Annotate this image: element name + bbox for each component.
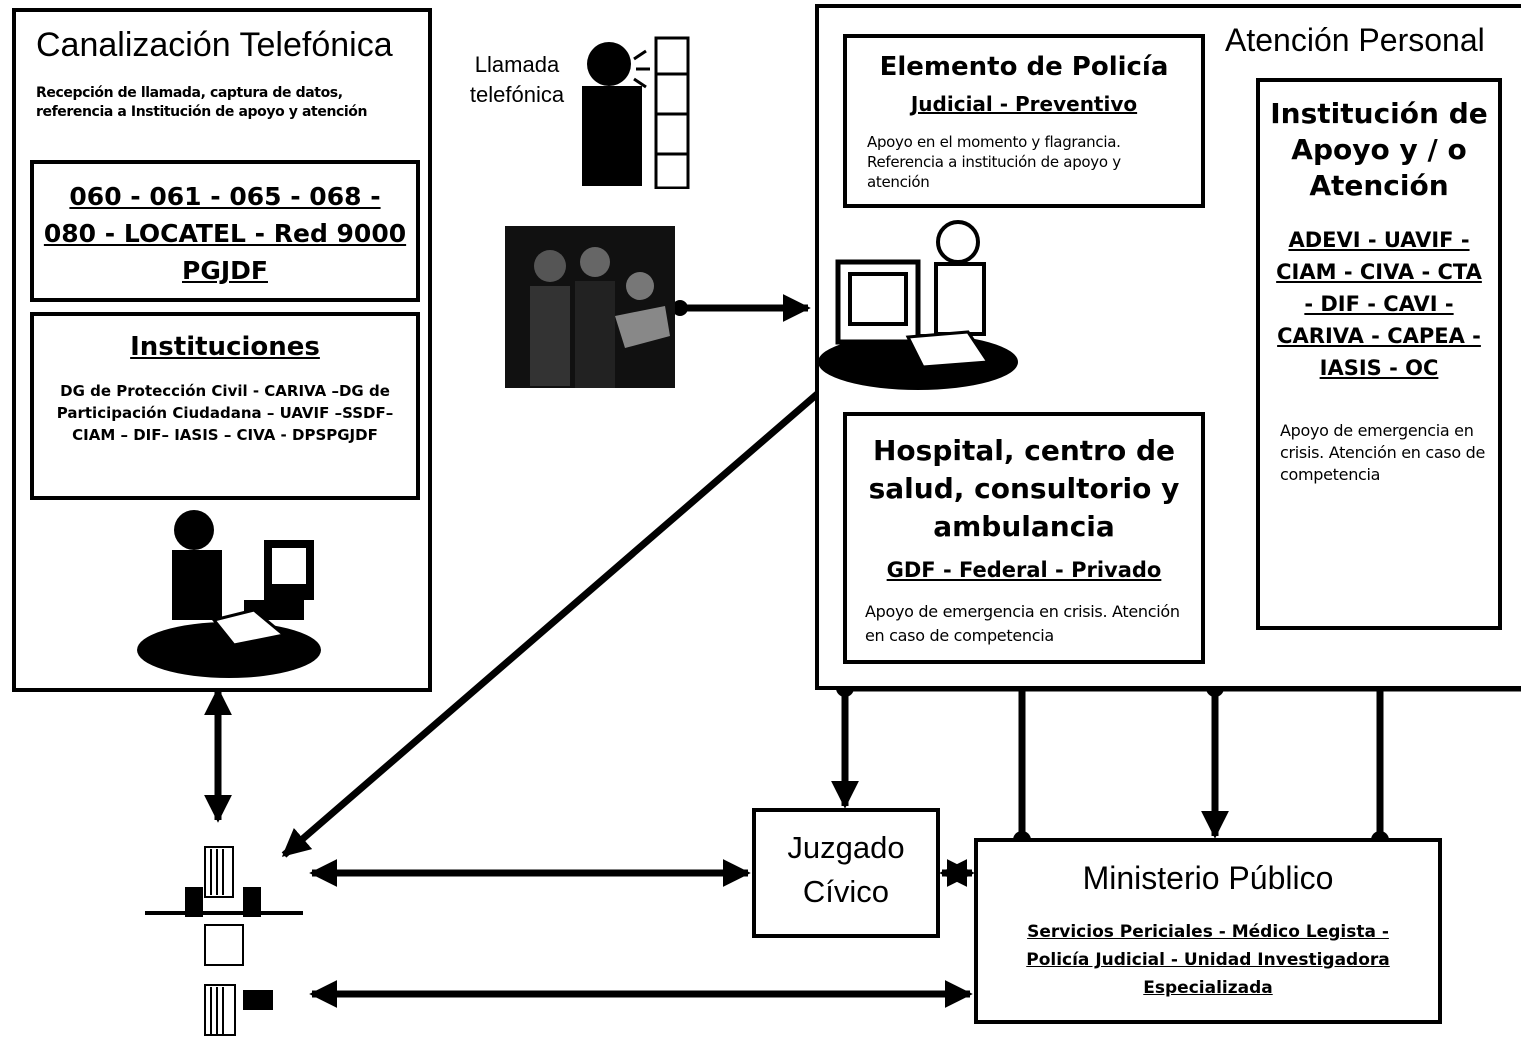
policia-box: Elemento de Policía Judicial - Preventiv… xyxy=(843,34,1205,208)
policia-subtitle: Judicial - Preventivo xyxy=(910,92,1138,116)
ministerio-box: Ministerio Público Servicios Periciales … xyxy=(974,838,1442,1024)
institucion-apoyo-title: Institución de Apoyo y / o Atención xyxy=(1270,97,1488,202)
computer-desk-illustration xyxy=(818,220,1018,390)
phone-operator-illustration xyxy=(137,510,321,678)
phone-numbers: 060 - 061 - 065 - 068 - 080 - LOCATEL - … xyxy=(43,182,407,285)
instituciones-list: DG de Protección Civil - CARIVA –DG de P… xyxy=(56,382,394,444)
juzgado-box: Juzgado Cívico xyxy=(752,808,940,938)
llamada-label: Llamada telefónica xyxy=(469,52,565,107)
instituciones-title: Instituciones xyxy=(130,332,320,362)
canalizacion-title: Canalización Telefónica xyxy=(36,26,393,64)
hospital-desc: Apoyo de emergencia en crisis. Atención … xyxy=(865,602,1180,645)
canalizacion-desc: Recepción de llamada, captura de datos, … xyxy=(36,85,368,120)
atencion-personal-title: Atención Personal xyxy=(1225,22,1485,58)
canalizacion-panel: Canalización Telefónica Recepción de lla… xyxy=(12,8,432,692)
ministerio-services: Servicios Periciales - Médico Legista - … xyxy=(1026,922,1390,998)
ministerio-title: Ministerio Público xyxy=(1082,860,1334,896)
hospital-box: Hospital, centro de salud, consultorio y… xyxy=(843,412,1205,664)
institucion-apoyo-box: Institución de Apoyo y / o Atención ADEV… xyxy=(1256,78,1502,630)
policia-title: Elemento de Policía xyxy=(879,52,1169,82)
telephone-call-illustration xyxy=(582,36,690,189)
institucion-apoyo-desc: Apoyo de emergencia en crisis. Atención … xyxy=(1280,421,1486,484)
hospital-title: Hospital, centro de salud, consultorio y… xyxy=(868,434,1180,543)
juzgado-title: Juzgado Cívico xyxy=(787,830,905,909)
policia-desc: Apoyo en el momento y flagrancia. Refere… xyxy=(867,133,1121,191)
people-photo xyxy=(505,226,675,388)
building-icon xyxy=(145,846,303,1036)
hospital-subtitle: GDF - Federal - Privado xyxy=(886,558,1162,582)
instituciones-box: Instituciones DG de Protección Civil - C… xyxy=(30,312,420,500)
phones-box: 060 - 061 - 065 - 068 - 080 - LOCATEL - … xyxy=(30,160,420,302)
institucion-apoyo-list: ADEVI - UAVIF - CIAM - CIVA - CTA - DIF … xyxy=(1276,228,1482,380)
